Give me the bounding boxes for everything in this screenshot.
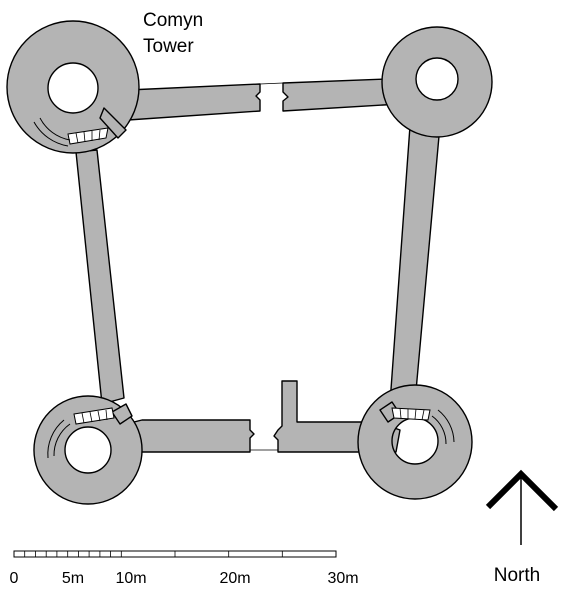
- scale-bar-divisions: [24, 551, 283, 557]
- south-wall-west: [117, 419, 255, 453]
- sw-tower-passage: [111, 403, 133, 425]
- north-arrow-icon: [485, 469, 559, 512]
- tower-stairs: [67, 127, 431, 425]
- west-wall: [75, 149, 125, 405]
- se-passage-arc-2: [437, 409, 455, 443]
- sw-passage-arc-1: [53, 423, 71, 457]
- northeast-tower: [381, 26, 493, 138]
- se-passage-arc-1: [431, 415, 447, 445]
- tower-junctions: [99, 107, 401, 425]
- tower-label-line2: Tower: [143, 36, 194, 57]
- southeast-tower: [357, 384, 473, 500]
- mural-passages: [33, 117, 455, 459]
- comyn-passage-arc-2: [33, 121, 69, 147]
- north-gate-threshold: [259, 82, 284, 85]
- sw-passage-arc-2: [47, 419, 65, 459]
- scale-bar: 0 5m 10m 20m 30m: [10, 550, 359, 587]
- scale-tick-10m: 10m: [115, 570, 146, 587]
- tower-label-line1: Comyn: [143, 10, 203, 31]
- se-tower-stair: [391, 407, 431, 421]
- scale-tick-30m: 30m: [327, 570, 358, 587]
- east-wall: [389, 124, 441, 404]
- scale-tick-0: 0: [10, 570, 19, 587]
- scale-tick-20m: 20m: [219, 570, 250, 587]
- north-arrow: North: [485, 469, 559, 586]
- scale-tick-5m: 5m: [62, 570, 84, 587]
- comyn-passage-arc-1: [39, 117, 71, 141]
- comyn-tower-passage: [99, 107, 127, 139]
- gate-lines: [250, 82, 284, 451]
- north-label: North: [494, 565, 540, 586]
- sw-tower-stair: [73, 407, 115, 425]
- comyn-tower-stair: [67, 127, 109, 145]
